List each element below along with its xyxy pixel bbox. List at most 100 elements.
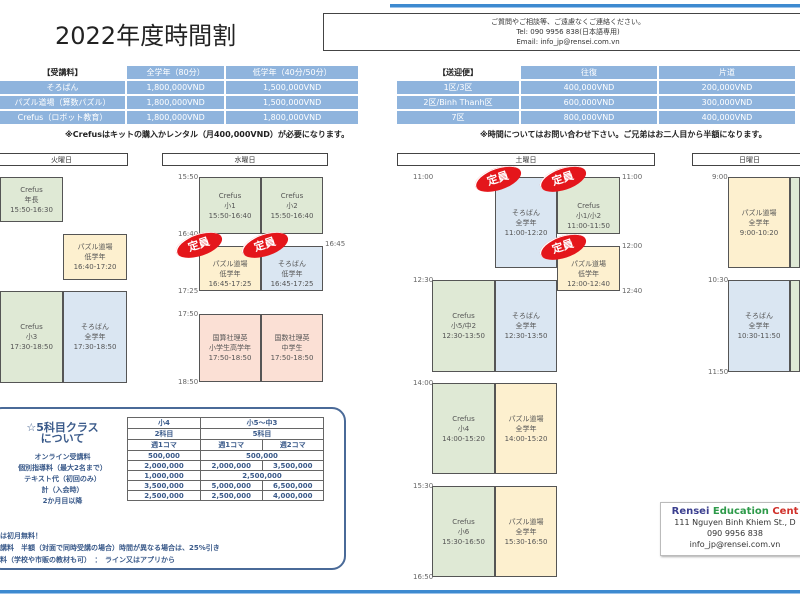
class-name: そろばん xyxy=(512,312,540,320)
transport-cell: 600,000VND xyxy=(521,96,657,109)
five-cell: 4,000,000 xyxy=(261,490,324,501)
class-grade: 小3 xyxy=(25,333,38,341)
day-header-sunday: 日曜日 xyxy=(692,153,800,166)
contact-email: Email: info_jp@rensei.com.vn xyxy=(516,38,620,46)
rensel-address: 111 Nguyen Binh Khiem St., D xyxy=(674,518,796,527)
class-grade: 小5/中2 xyxy=(450,322,477,330)
class-time: 10:30-11:50 xyxy=(737,332,781,340)
class-time: 17:30-18:50 xyxy=(73,343,117,351)
class-name: Crefus xyxy=(452,414,475,423)
contact-line: ご質問やご相談等、ご遠慮なくご連絡ください。 xyxy=(491,18,645,26)
five-col: 2科目 xyxy=(127,428,201,440)
fee-header: 全学年（80分） xyxy=(127,66,225,79)
class-block xyxy=(790,177,800,268)
class-name: パズル道場 xyxy=(77,243,113,251)
class-grade: 中学生 xyxy=(281,344,303,352)
class-time: 12:30-13:50 xyxy=(504,332,548,340)
five-row-label: 個別指導料（最大2名まで） xyxy=(18,464,107,472)
fee-cell: 1,800,000VND xyxy=(127,96,225,109)
bottom-rule xyxy=(0,590,800,594)
class-grade: 全学年 xyxy=(515,218,537,227)
class-grade: 低学年 xyxy=(84,253,106,261)
five-subject-box xyxy=(0,407,346,570)
five-cell: 2,000,000 xyxy=(200,460,263,471)
class-name: パズル道場 xyxy=(571,260,606,268)
class-name: パズル道場 xyxy=(508,414,544,423)
fee-note: ※Crefusはキットの購入かレンタル（月400,000VND）が必要になります… xyxy=(65,130,350,139)
five-col: 5科目 xyxy=(200,428,324,440)
five-col: 小4 xyxy=(127,417,201,429)
fee-cell: 1,500,000VND xyxy=(226,81,358,94)
day-header-tuesday: 火曜日 xyxy=(0,153,128,166)
five-cell: 6,500,000 xyxy=(261,480,324,491)
time-label: 16:45 xyxy=(325,240,346,248)
five-row-label: 計（入会時） xyxy=(41,486,84,494)
class-grade: 低学年 xyxy=(219,270,241,278)
class-name: Crefus xyxy=(452,312,475,320)
transport-header: 往復 xyxy=(521,66,657,79)
class-grade: 全学年 xyxy=(748,322,770,330)
class-time: 15:50-16:40 xyxy=(208,211,252,220)
class-grade: 小1 xyxy=(224,201,236,210)
class-grade: 年長 xyxy=(24,195,39,204)
class-name: 国算社理英 xyxy=(212,334,248,342)
five-row-label: オンライン受講料 xyxy=(34,453,91,461)
top-rule xyxy=(390,4,800,8)
time-label: 16:50 xyxy=(413,573,434,581)
transport-note: ※時間についてはお問い合わせ下さい。ご兄弟はお二人目から半額になります。 xyxy=(480,130,767,139)
class-time: 15:50-16:30 xyxy=(10,205,53,214)
class-block: パズル道場低学年 16:40-17:20 xyxy=(63,234,127,280)
time-label: 11:50 xyxy=(708,368,729,376)
class-time: 11:00-12:20 xyxy=(504,228,548,237)
five-note: 講料 半額（対面で同時受講の場合）時間が異なる場合は、25%引き xyxy=(0,544,220,552)
time-label: 10:30 xyxy=(708,276,729,284)
time-label: 18:50 xyxy=(178,378,199,386)
five-notes: は初月無料！ 講料 半額（対面で同時受講の場合）時間が異なる場合は、25%引き … xyxy=(0,530,220,566)
five-row-label: 2か月目以降 xyxy=(42,497,83,505)
class-name: Crefus xyxy=(20,185,43,194)
class-grade: 小1/小2 xyxy=(575,212,602,220)
five-cell: 500,000 xyxy=(127,450,201,461)
class-time: 16:45-17:25 xyxy=(208,280,252,288)
five-subject-title: ☆5科目クラス について xyxy=(26,421,99,445)
class-name: そろばん xyxy=(81,323,109,331)
class-time: 12:30-13:50 xyxy=(442,332,485,340)
class-time: 14:00-15:20 xyxy=(442,434,485,443)
class-time: 16:40-17:20 xyxy=(73,263,117,271)
time-label: 12:30 xyxy=(413,276,434,284)
five-col: 週1コマ xyxy=(200,439,263,451)
fee-cell: 1,800,000VND xyxy=(127,111,225,124)
five-cell: 3,500,000 xyxy=(261,460,324,471)
fee-header: 【受講料】 xyxy=(0,66,125,79)
transport-cell: 1区/3区 xyxy=(397,81,519,94)
fee-cell: 1,800,000VND xyxy=(127,81,225,94)
class-grade: 全学年 xyxy=(515,527,537,536)
class-grade: 小2 xyxy=(286,201,298,210)
class-time: 17:30-18:50 xyxy=(10,343,53,351)
rensel-name: Education xyxy=(712,506,769,517)
time-label: 14:00 xyxy=(413,379,434,387)
class-name: そろばん xyxy=(278,260,306,268)
class-time: 17:50-18:50 xyxy=(208,354,252,362)
class-time: 16:45-17:25 xyxy=(270,280,314,288)
five-cell: 5,000,000 xyxy=(200,480,263,491)
class-grade: 小4 xyxy=(457,424,470,433)
class-grade: 低学年 xyxy=(281,270,303,278)
class-name: Crefus xyxy=(280,191,304,200)
rensel-info-box: Rensei Education Cent 111 Nguyen Binh Kh… xyxy=(660,502,800,556)
contact-box: ご質問やご相談等、ご遠慮なくご連絡ください。 Tel: 090 9956 838… xyxy=(323,13,800,51)
time-label: 11:00 xyxy=(622,173,643,181)
five-cell: 1,000,000 xyxy=(127,470,201,481)
five-col: 小5～中3 xyxy=(200,417,324,429)
page-title: 2022年度時間割 xyxy=(55,22,237,50)
class-name: そろばん xyxy=(512,208,540,217)
class-grade: 全学年 xyxy=(748,218,770,227)
